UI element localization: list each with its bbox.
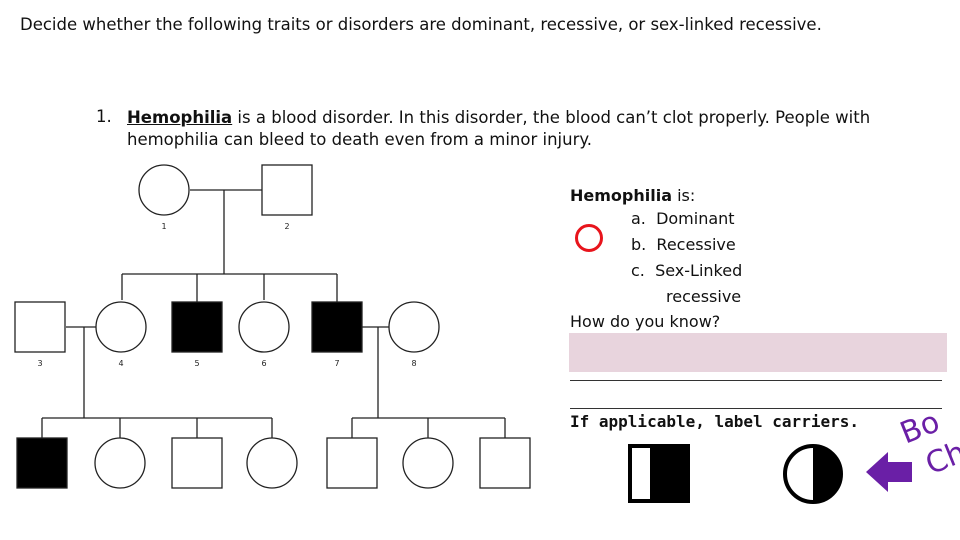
pedigree-label-7: 7 — [334, 359, 339, 368]
carrier-prompt: If applicable, label carriers. — [570, 412, 859, 431]
carrier-male-icon — [628, 444, 690, 503]
option-b-text: Recessive — [656, 235, 736, 254]
pedigree-label-1: 1 — [161, 222, 166, 231]
option-a[interactable]: a. Dominant — [631, 206, 735, 232]
question-term: Hemophilia — [127, 108, 233, 127]
instructions: Decide whether the following traits or d… — [20, 15, 822, 34]
carrier-female-icon — [783, 444, 843, 504]
answer-heading: Hemophilia is: — [570, 183, 695, 209]
pedigree-individual-10-circle — [94, 437, 146, 489]
question-text: Hemophilia is a blood disorder. In this … — [127, 107, 927, 151]
how-do-you-know-prompt: How do you know? — [570, 312, 721, 331]
pedigree-label-4: 4 — [118, 359, 123, 368]
option-a-letter: a. — [631, 209, 646, 228]
question-description: is a blood disorder. In this disorder, t… — [127, 108, 871, 149]
answer-circle-mark — [575, 224, 603, 252]
pedigree-individual-1-circle — [138, 164, 190, 216]
option-c-text: Sex-Linked — [655, 261, 743, 280]
pedigree-individual-11-square — [171, 437, 223, 489]
pedigree-individual-13-square — [326, 437, 378, 489]
pedigree-individual-4-circle — [95, 301, 147, 353]
answer-heading-rest: is: — [672, 186, 696, 205]
pedigree-individual-12-circle — [246, 437, 298, 489]
option-c-letter: c. — [631, 261, 645, 280]
pedigree-label-5: 5 — [194, 359, 199, 368]
answer-line-2 — [570, 408, 942, 409]
pedigree-label-8: 8 — [411, 359, 416, 368]
option-c-continued: recessive — [666, 287, 742, 306]
answer-line-1 — [570, 380, 942, 381]
arrow-left-icon — [866, 452, 912, 492]
pedigree-individual-5-square — [171, 301, 223, 353]
pedigree-individual-14-circle — [402, 437, 454, 489]
pedigree-individual-8-circle — [388, 301, 440, 353]
option-b[interactable]: b. Recessive — [631, 232, 736, 258]
carrier-symbols — [628, 444, 843, 504]
pedigree-label-3: 3 — [37, 359, 42, 368]
pedigree-individual-3-square — [14, 301, 66, 353]
option-c[interactable]: c. Sex-Linked — [631, 258, 742, 284]
pedigree-chart: 123456789101112131415 — [14, 164, 531, 489]
pedigree-label-6: 6 — [261, 359, 266, 368]
option-a-text: Dominant — [656, 209, 735, 228]
option-b-letter: b. — [631, 235, 647, 254]
pedigree-individual-15-square — [479, 437, 531, 489]
answer-heading-term: Hemophilia — [570, 186, 672, 205]
pedigree-individual-2-square — [261, 164, 313, 216]
pedigree-individual-9-square — [16, 437, 68, 489]
pedigree-individual-7-square — [311, 301, 363, 353]
pedigree-label-2: 2 — [284, 222, 289, 231]
question-number: 1. — [96, 107, 112, 126]
pedigree-individual-6-circle — [238, 301, 290, 353]
answer-block: Hemophilia is: a. Dominant b. Recessive … — [570, 183, 950, 323]
answer-input-highlight[interactable] — [569, 333, 947, 372]
